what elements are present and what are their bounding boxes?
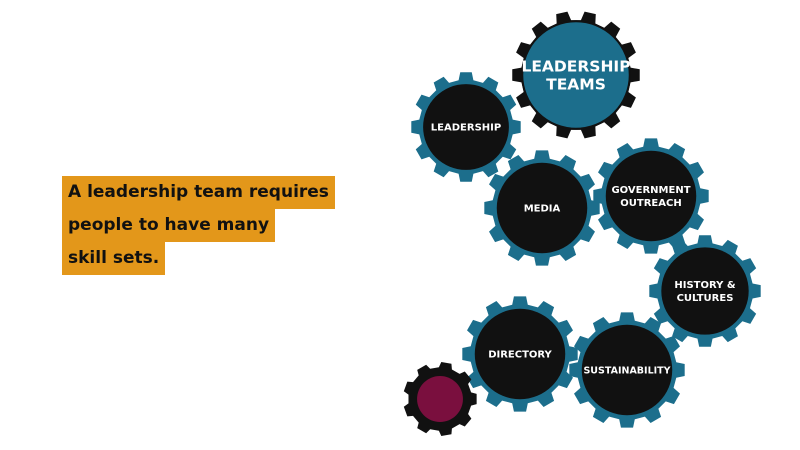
gear-directory: DIRECTORY bbox=[462, 296, 578, 412]
gear-leadership: LEADERSHIP bbox=[411, 72, 521, 182]
caption-line-1: A leadership team requires bbox=[62, 176, 335, 209]
gear-label-leadership-teams: TEAMS bbox=[546, 76, 606, 94]
gear-label-sustainability: SUSTAINABILITY bbox=[583, 365, 670, 376]
gear-hub bbox=[417, 376, 463, 422]
gear-hub bbox=[661, 247, 749, 335]
gear-government-outreach: GOVERNMENT OUTREACH bbox=[593, 138, 709, 254]
gear-label-leadership: LEADERSHIP bbox=[431, 123, 501, 134]
caption-block: A leadership team requires people to hav… bbox=[62, 176, 362, 275]
gear-sustainability: SUSTAINABILITY bbox=[569, 312, 685, 428]
gear-history-cultures: HISTORY & CULTURES bbox=[649, 235, 761, 347]
gear-hub-outline bbox=[521, 20, 631, 130]
gear-label-directory: DIRECTORY bbox=[488, 350, 552, 361]
gear-media: MEDIA bbox=[484, 150, 600, 266]
gear-hub bbox=[522, 21, 630, 129]
gear-label-history-cultures: CULTURES bbox=[677, 293, 734, 304]
gear-label-government-outreach: OUTREACH bbox=[620, 198, 681, 209]
gear-hub bbox=[474, 308, 566, 400]
gear-label-government-outreach: GOVERNMENT bbox=[611, 185, 690, 196]
gear-hub bbox=[496, 162, 588, 254]
gear-label-history-cultures: HISTORY & bbox=[674, 280, 735, 291]
caption-line-3: skill sets. bbox=[62, 242, 166, 275]
gear-hub bbox=[423, 84, 509, 170]
gear-hub bbox=[605, 150, 697, 242]
gear-label-media: MEDIA bbox=[524, 204, 561, 215]
gear-label-leadership-teams: LEADERSHIP bbox=[521, 58, 630, 76]
caption-line-2: people to have many bbox=[62, 209, 276, 242]
gear-hub bbox=[581, 324, 673, 416]
gear-small-gear bbox=[403, 362, 477, 436]
